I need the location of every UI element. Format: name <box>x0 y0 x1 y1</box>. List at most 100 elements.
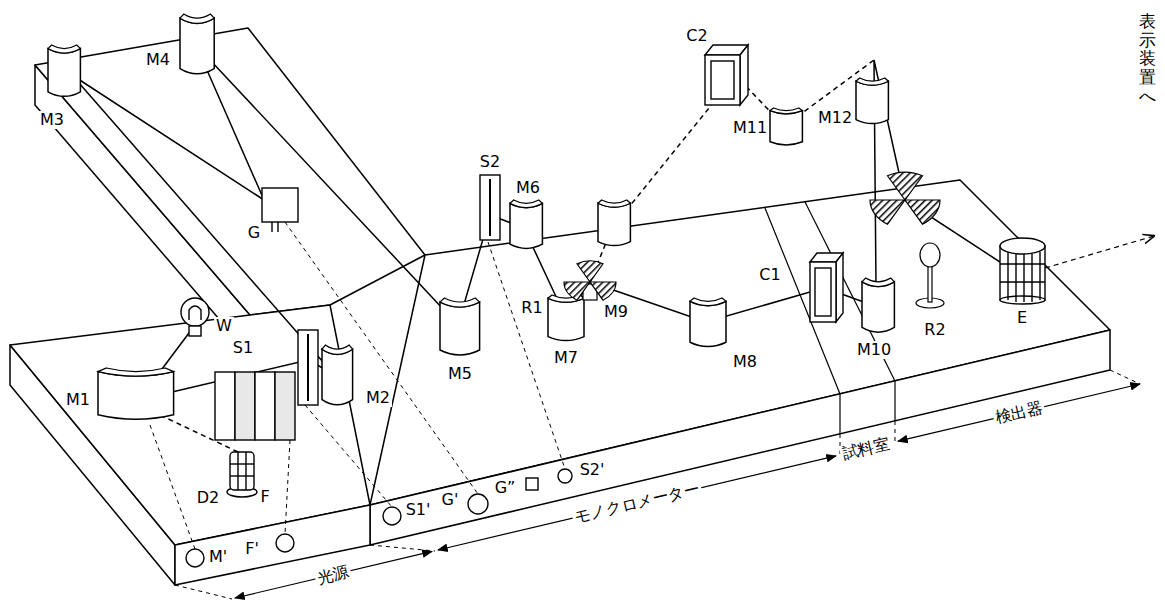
part-label: M8 <box>731 353 759 371</box>
section-divider <box>839 394 840 434</box>
section-bracket <box>898 384 1140 441</box>
filter-wheel <box>235 372 255 440</box>
filter-wheel <box>255 372 275 440</box>
section-divider <box>894 381 895 421</box>
rotating-sector-mirror <box>905 200 940 224</box>
reference-cell <box>705 55 740 105</box>
control-linkage <box>285 222 478 494</box>
diffraction-grating <box>262 188 298 222</box>
exit-slit <box>480 175 500 240</box>
control-label: F' <box>243 540 261 558</box>
concave-mirrors <box>98 368 174 419</box>
concave-mirrors <box>770 108 802 145</box>
part-label: S2 <box>478 153 502 171</box>
instrument-platform <box>35 28 425 315</box>
bracket-tick <box>370 545 435 551</box>
control-label: M' <box>207 548 229 566</box>
photomultiplier-detector <box>1023 254 1024 302</box>
part-label: S1 <box>231 339 255 357</box>
tungsten-lamp <box>181 298 209 326</box>
part-label: M2 <box>364 389 392 407</box>
part-label: E <box>1015 309 1029 327</box>
entrance-slit <box>298 330 318 405</box>
section-bracket <box>235 384 1140 598</box>
front-knobs <box>526 478 538 490</box>
tungsten-lamp <box>181 298 209 336</box>
front-knobs <box>186 469 572 567</box>
deuterium-lamp <box>237 452 238 490</box>
control-linkage <box>285 440 290 534</box>
control-label: G” <box>493 479 517 497</box>
instrument-platform <box>10 28 1110 585</box>
instrument-platform <box>370 330 1110 545</box>
part-label: R1 <box>519 299 544 317</box>
sample-cell <box>815 268 831 316</box>
photomultiplier-detector <box>1015 254 1016 302</box>
front-knobs <box>276 534 294 552</box>
entrance-slit <box>298 330 318 405</box>
part-label: D2 <box>195 489 222 507</box>
front-knobs <box>186 549 204 567</box>
part-label: C1 <box>757 266 782 284</box>
diffraction-grating <box>277 222 278 232</box>
photomultiplier-detector <box>1000 281 1045 282</box>
instrument-platform <box>10 305 370 545</box>
part-label: M7 <box>552 349 580 367</box>
rotating-sector-mirror <box>577 261 603 282</box>
deuterium-lamp <box>227 452 257 497</box>
part-label: F <box>258 488 271 506</box>
part-label: M4 <box>144 51 172 69</box>
part-label: M10 <box>855 341 893 359</box>
rotating-sector-mirror <box>920 243 940 267</box>
rotating-sector-mirror <box>590 282 616 300</box>
part-label: M12 <box>816 109 854 127</box>
concave-mirrors <box>510 200 542 248</box>
diffraction-grating <box>262 188 298 232</box>
deuterium-lamp <box>230 463 254 464</box>
concave-mirrors <box>598 200 630 246</box>
part-label: M9 <box>602 303 630 321</box>
part-label: C2 <box>684 27 709 45</box>
front-knobs <box>558 469 572 483</box>
control-linkage <box>150 222 565 549</box>
part-label: M11 <box>731 119 769 137</box>
section-label: モノクロメーター <box>571 479 704 527</box>
rotating-sector-mirror <box>870 200 905 224</box>
deuterium-lamp <box>245 452 246 490</box>
rotating-sector-mirror <box>870 172 944 308</box>
photomultiplier-detector <box>1039 252 1040 300</box>
section-bracket <box>235 551 432 598</box>
front-knobs <box>468 494 488 514</box>
control-linkage <box>150 425 195 549</box>
control-label: S1' <box>404 501 433 519</box>
part-label: R2 <box>922 321 947 339</box>
sample-cell <box>836 253 843 322</box>
photomultiplier-detector <box>1031 254 1032 302</box>
concave-mirrors <box>180 14 214 74</box>
part-label: W <box>214 317 234 335</box>
photomultiplier-detector <box>1000 238 1045 254</box>
section-divider <box>805 202 895 381</box>
rotating-sector-mirror <box>928 262 932 302</box>
control-linkage <box>305 405 392 507</box>
sample-cell <box>810 253 843 322</box>
bracket-tick <box>175 585 232 599</box>
concave-mirrors <box>440 298 480 355</box>
concave-mirrors <box>856 78 888 124</box>
rotating-sector-mirror <box>888 172 923 200</box>
concave-mirrors <box>548 295 584 341</box>
rotating-sector-mirror <box>564 261 616 300</box>
concave-mirrors <box>48 14 894 419</box>
diffraction-grating <box>271 222 272 232</box>
part-label: M3 <box>38 111 66 129</box>
rotating-sector-mirror <box>564 282 590 300</box>
reference-beam <box>160 60 874 452</box>
bracket-tick <box>895 421 896 442</box>
section-bracket <box>438 456 836 550</box>
concave-mirrors <box>322 345 353 405</box>
photomultiplier-detector <box>1007 252 1008 300</box>
output-arrow <box>1045 236 1154 268</box>
section-label: 試料室 <box>839 434 894 463</box>
